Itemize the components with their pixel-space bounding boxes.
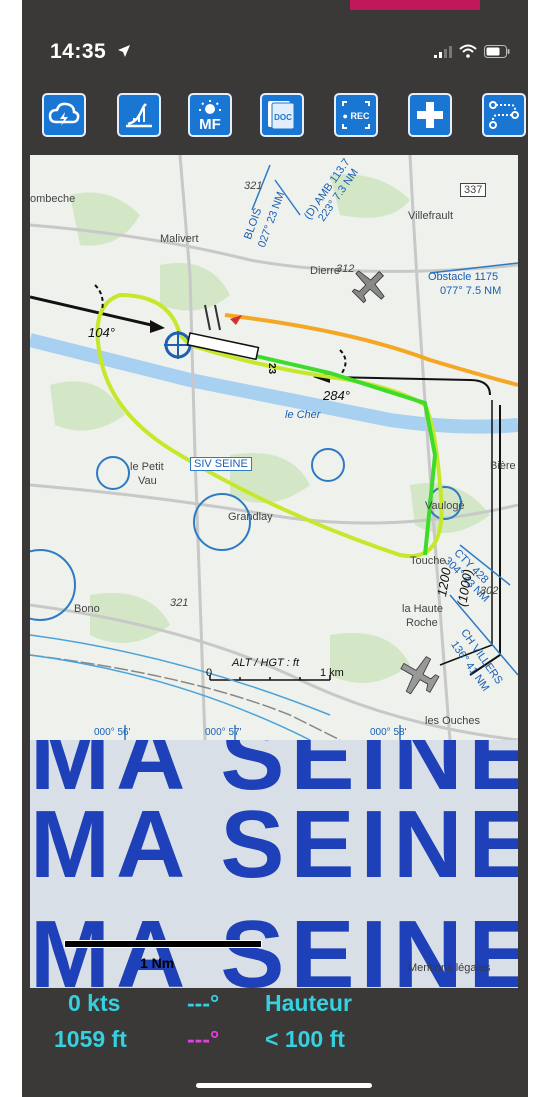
weather-cloud-button[interactable] bbox=[42, 93, 86, 137]
svg-text:● REC: ● REC bbox=[343, 111, 370, 121]
nm-scale-bar bbox=[64, 940, 262, 948]
aircraft-icon bbox=[351, 270, 385, 304]
map-label-321-top: 321 bbox=[244, 180, 263, 192]
status-icons bbox=[434, 44, 510, 63]
doc-icon: DOC bbox=[268, 101, 295, 130]
map-label-runway: 23 bbox=[266, 362, 278, 375]
toolbar: MF DOC ● REC bbox=[22, 90, 528, 150]
documents-button[interactable]: DOC bbox=[260, 93, 304, 137]
map-label-le-cher: le Cher bbox=[285, 409, 321, 421]
track-value: ---° bbox=[187, 990, 220, 1016]
aerodrome-symbol bbox=[164, 304, 260, 361]
rec-icon: ● REC bbox=[342, 101, 370, 129]
height-label: Hauteur bbox=[265, 990, 352, 1016]
cloud-lightning-icon bbox=[48, 102, 80, 126]
map-label-vau: Vau bbox=[138, 475, 157, 487]
route-icon bbox=[489, 101, 519, 129]
status-accent bbox=[350, 0, 480, 10]
map-label-dierre: Dierre bbox=[310, 265, 340, 277]
cellular-signal-icon bbox=[434, 45, 452, 63]
map-label-le-petit: le Petit bbox=[130, 461, 164, 473]
aeronautical-chart[interactable]: ombeche 337 Villefrault Malivert Dierre … bbox=[30, 155, 518, 740]
add-button[interactable] bbox=[408, 93, 452, 137]
map-label-scale-1km: 1 km bbox=[320, 667, 344, 679]
airspace-banner-1: MA SEINE bbox=[30, 740, 518, 810]
battery-icon bbox=[484, 44, 510, 63]
map-label-biere: Bière bbox=[490, 460, 516, 472]
status-bar: 14:35 bbox=[22, 0, 528, 80]
nm-scale-label: 1 Nm bbox=[140, 955, 175, 971]
location-arrow-icon bbox=[117, 40, 131, 64]
chart-graphics bbox=[30, 155, 518, 740]
wifi-icon bbox=[459, 44, 477, 63]
zoomed-airspace-label: MA SEINE MA SEINE MA SEINE bbox=[30, 740, 518, 990]
flight-readout-panel: 0 kts ---° Hauteur 1059 ft ---° < 100 ft bbox=[22, 988, 528, 1097]
map-label-104: 104° bbox=[88, 325, 115, 340]
time-text: 14:35 bbox=[50, 40, 107, 63]
map-label-roche: Roche bbox=[406, 617, 438, 629]
altitude-value: 1059 ft bbox=[54, 1026, 127, 1052]
map-label-obstacle-bearing: 077° 7.5 NM bbox=[440, 285, 502, 297]
map-label-grid-58: 000° 58' bbox=[370, 727, 407, 738]
record-button[interactable]: ● REC bbox=[334, 93, 378, 137]
svg-text:MF: MF bbox=[199, 116, 221, 132]
legal-mentions-link[interactable]: Mentions légales bbox=[408, 962, 491, 974]
map-label-la-haute: la Haute bbox=[402, 603, 443, 615]
map-label-302: 302 bbox=[480, 585, 499, 597]
map-label-321: 321 bbox=[170, 597, 189, 609]
map-label-les-ouches: les Ouches bbox=[425, 715, 481, 727]
map-label-grid-57: 000° 57' bbox=[205, 727, 242, 738]
meteo-mf-icon: MF bbox=[199, 100, 221, 132]
map-label-312: 312 bbox=[336, 263, 355, 275]
route-button[interactable] bbox=[482, 93, 526, 137]
map-label-vauloge: Vaulogé bbox=[425, 500, 465, 512]
map-label-grandlay: Grandlay bbox=[228, 511, 273, 523]
heading-value: ---° bbox=[187, 1026, 220, 1052]
map-label-ombeche: ombeche bbox=[30, 193, 76, 205]
map-label-villefrault: Villefrault bbox=[408, 210, 454, 222]
map-label-bono: Bono bbox=[74, 603, 100, 615]
map-label-337: 337 bbox=[460, 183, 487, 197]
airspace-banner-2: MA SEINE bbox=[30, 791, 518, 898]
status-time: 14:35 bbox=[50, 40, 131, 64]
height-value: < 100 ft bbox=[265, 1026, 345, 1052]
terrain-profile-button[interactable] bbox=[117, 93, 161, 137]
home-indicator[interactable] bbox=[196, 1083, 372, 1088]
map-label-malivert: Malivert bbox=[160, 233, 199, 245]
map-label-siv-seine: SIV SEINE bbox=[190, 457, 252, 471]
map-label-touche: Touche bbox=[410, 555, 446, 567]
map-label-grid-56: 000° 56' bbox=[94, 727, 131, 738]
map-label-alt-hgt: ALT / HGT : ft bbox=[232, 657, 300, 669]
ground-speed: 0 kts bbox=[68, 990, 121, 1016]
plus-icon bbox=[417, 102, 443, 128]
svg-text:DOC: DOC bbox=[274, 113, 292, 122]
map-label-scale-0: 0 bbox=[206, 667, 213, 679]
own-aircraft-icon bbox=[400, 656, 440, 695]
meteo-france-button[interactable]: MF bbox=[188, 93, 232, 137]
terrain-icon bbox=[126, 103, 152, 128]
map-label-284: 284° bbox=[323, 388, 350, 403]
map-label-obstacle: Obstacle 1175 bbox=[428, 271, 499, 283]
